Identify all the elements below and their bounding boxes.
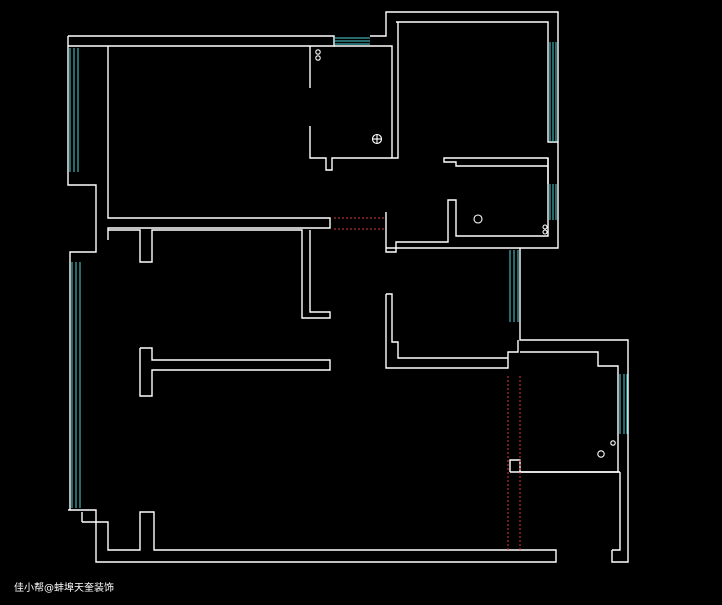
sink-icon <box>473 214 548 235</box>
toilet-marker-icon <box>371 133 383 145</box>
floor-drain-icon <box>597 440 616 458</box>
watermark-text: 佳小帮@蚌埠天奎装饰 <box>14 583 114 594</box>
fixtures <box>315 49 616 458</box>
windows <box>69 37 628 508</box>
outer-walls <box>67 11 629 563</box>
floor-drain-icon <box>315 49 321 61</box>
door-openings <box>334 217 521 550</box>
interior-walls <box>107 22 620 473</box>
